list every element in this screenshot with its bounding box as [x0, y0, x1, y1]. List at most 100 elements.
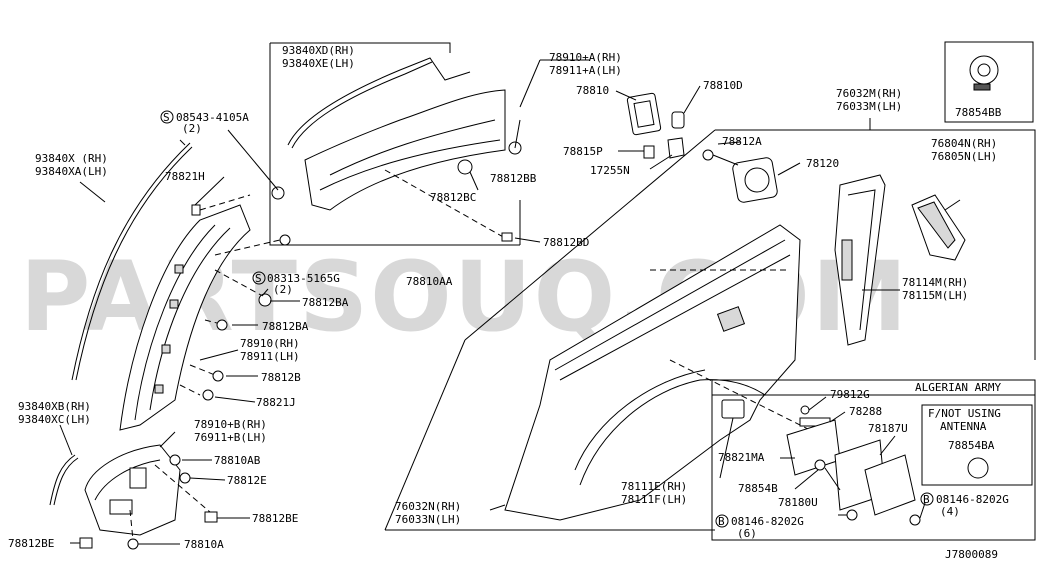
label-17255n: 17255N	[590, 164, 630, 177]
label-78114m: 78114M(RH)	[902, 276, 968, 289]
s-symbol-1: S	[163, 111, 170, 124]
cover-78187u	[864, 454, 916, 516]
label-78120: 78120	[806, 157, 839, 170]
label-76032n: 76032N(RH)	[395, 500, 461, 513]
label-78111e: 78111E(RH)	[621, 480, 687, 493]
label-78854bb: 78854BB	[955, 106, 1002, 119]
label-78911: 78911(LH)	[240, 350, 300, 363]
label-76033m: 76033M(LH)	[836, 100, 902, 113]
label-78821h: 78821H	[165, 170, 205, 183]
label-algerian-army: ALGERIAN ARMY	[915, 381, 1001, 394]
b-symbol-2: B	[923, 493, 930, 506]
label-93840xd: 93840XD(RH)	[282, 44, 355, 57]
label-78812bb: 78812BB	[490, 172, 537, 185]
label-78910a: 78910+A(RH)	[549, 51, 622, 64]
clip-78812e	[179, 472, 191, 484]
label-93840xa: 93840XA(LH)	[35, 165, 108, 178]
label-08313-qty: (2)	[273, 283, 293, 296]
antenna-base-group	[702, 141, 801, 203]
mud-guard-78910b	[49, 424, 250, 550]
label-78810: 78810	[576, 84, 609, 97]
label-76805n: 76805N(LH)	[931, 150, 997, 163]
plug-78854b	[814, 459, 826, 471]
label-78910: 78910(RH)	[240, 337, 300, 350]
clip-78812b	[212, 370, 224, 382]
molding-93840x	[71, 139, 193, 381]
label-76804n: 76804N(RH)	[931, 137, 997, 150]
label-78111f: 78111F(LH)	[621, 493, 687, 506]
label-78812bd: 78812BD	[543, 236, 589, 249]
screw-78810a	[127, 538, 139, 550]
label-08146-b-qty: (4)	[940, 505, 960, 518]
plug-78810d	[671, 111, 685, 129]
label-08146-a-qty: (6)	[737, 527, 757, 540]
screw-78810ab	[169, 454, 181, 466]
trim-76804n	[911, 194, 966, 261]
clip-78812bd	[501, 232, 513, 242]
label-76911b: 76911+B(LH)	[194, 431, 267, 444]
label-78810a: 78810A	[184, 538, 224, 551]
clip-78821j	[202, 389, 214, 401]
label-08543: 08543-4105A	[176, 111, 249, 124]
clip-78812bc	[457, 159, 473, 175]
clip-78821h	[191, 204, 201, 216]
label-76032m: 76032M(RH)	[836, 87, 902, 100]
b-symbol-1: B	[718, 515, 725, 528]
screw-08543	[271, 186, 285, 200]
label-79812g: 79812G	[830, 388, 870, 401]
label-78187u: 78187U	[868, 422, 908, 435]
label-76033n: 76033N(LH)	[395, 513, 461, 526]
diagram-code: J7800089	[945, 548, 998, 561]
label-78910b: 78910+B(RH)	[194, 418, 267, 431]
label-78115m: 78115M(LH)	[902, 289, 968, 302]
label-78180u: 78180U	[778, 496, 818, 509]
label-78854ba: 78854BA	[948, 439, 995, 452]
s-symbol-2: S	[255, 272, 262, 285]
label-78812ba-1: 78812BA	[302, 296, 349, 309]
label-93840xe: 93840XE(LH)	[282, 57, 355, 70]
label-78812be-1: 78812BE	[252, 512, 298, 525]
clip-17255n	[667, 137, 685, 159]
clip-79812g	[800, 405, 810, 415]
plate-78821ma	[786, 419, 841, 476]
wheel-arch-trim-78910	[119, 129, 300, 431]
label-08313: 08313-5165G	[267, 272, 340, 285]
label-93840x: 93840X (RH)	[35, 152, 108, 165]
label-78812b: 78812B	[261, 371, 301, 384]
part-labels: 93840XD(RH) 93840XE(LH) 78910+A(RH) 7891…	[8, 44, 1009, 561]
label-78815p: 78815P	[563, 145, 603, 158]
label-78288: 78288	[849, 405, 882, 418]
upper-trim-group	[269, 42, 590, 246]
label-78812a: 78812A	[722, 135, 762, 148]
upper-trim-panel	[304, 89, 506, 211]
label-78810d: 78810D	[703, 79, 743, 92]
screw-08313	[258, 293, 272, 307]
label-93840xc: 93840XC(LH)	[18, 413, 91, 426]
label-78812ba-2: 78812BA	[262, 320, 309, 333]
screw-78812a	[702, 149, 714, 161]
clip-78812ba	[216, 319, 228, 331]
label-08146-b: 08146-8202G	[936, 493, 1009, 506]
block-78111e	[721, 399, 745, 419]
circled-symbols: S S B B	[160, 110, 934, 528]
pillar-78114m	[834, 174, 900, 346]
label-78810aa: 78810AA	[406, 275, 453, 288]
label-fnot-2: ANTENNA	[940, 420, 987, 433]
label-93840xb: 93840XB(RH)	[18, 400, 91, 413]
label-78821j: 78821J	[256, 396, 296, 409]
label-78812be-2: 78812BE	[8, 537, 54, 550]
label-78812bc: 78812BC	[430, 191, 476, 204]
label-78854b: 78854B	[738, 482, 778, 495]
clip-78815p	[643, 145, 655, 159]
label-78810ab: 78810AB	[214, 454, 261, 467]
algerian-army-box	[711, 379, 1036, 541]
clip-78812be	[204, 511, 218, 523]
label-08543-qty: (2)	[182, 122, 202, 135]
cap-78854ba	[967, 457, 989, 479]
lamp-bracket-group	[615, 85, 701, 170]
label-78821ma: 78821MA	[718, 451, 765, 464]
label-78812e: 78812E	[227, 474, 267, 487]
label-78911a: 78911+A(LH)	[549, 64, 622, 77]
